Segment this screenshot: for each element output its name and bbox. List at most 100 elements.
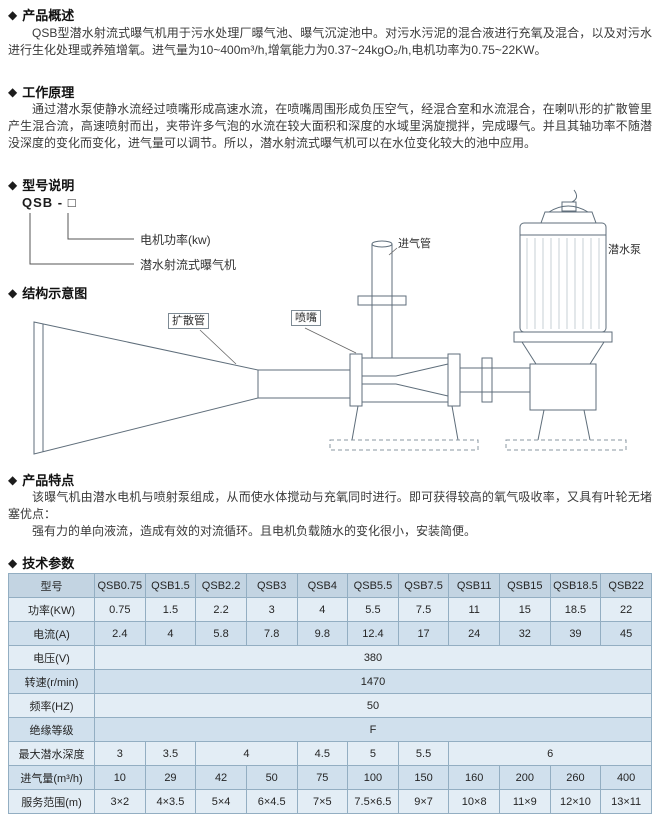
row-label-cell: 功率(KW): [8, 597, 95, 622]
value-cell: 4×3.5: [144, 789, 197, 814]
section-heading-model: ◆ 型号说明: [8, 175, 74, 194]
header-model-cell: QSB4: [296, 573, 349, 598]
value-cell: 7.5: [397, 597, 450, 622]
value-cell: 7×5: [296, 789, 349, 814]
value-cell: 50: [94, 693, 652, 718]
diamond-icon: ◆: [8, 84, 18, 99]
section-heading-structure: ◆ 结构示意图: [8, 283, 87, 302]
value-cell: 380: [94, 645, 652, 670]
value-cell: 6: [448, 741, 652, 766]
value-cell: 29: [144, 765, 197, 790]
diamond-icon: ◆: [8, 7, 18, 22]
row-label-cell: 频率(HZ): [8, 693, 95, 718]
header-model-cell: QSB3: [245, 573, 298, 598]
table-row: 频率(HZ)50: [8, 693, 652, 718]
value-cell: 15: [499, 597, 551, 622]
value-cell: 10: [94, 765, 146, 790]
value-cell: 32: [499, 621, 551, 646]
diamond-icon: ◆: [8, 472, 18, 487]
value-cell: 5.5: [397, 741, 450, 766]
section-title: 工作原理: [22, 85, 75, 100]
value-cell: 9.8: [296, 621, 349, 646]
value-cell: 2.4: [94, 621, 146, 646]
air-pipe-label: 进气管: [398, 238, 431, 250]
value-cell: 11×9: [499, 789, 551, 814]
header-model-cell: QSB11: [448, 573, 500, 598]
value-cell: 4: [195, 741, 298, 766]
value-cell: 3: [245, 597, 298, 622]
value-cell: 0.75: [94, 597, 146, 622]
section-title: 型号说明: [22, 178, 75, 193]
diamond-icon: ◆: [8, 285, 18, 300]
table-row: 电压(V)380: [8, 645, 652, 670]
row-label-cell: 电压(V): [8, 645, 95, 670]
section-title: 产品概述: [22, 8, 75, 23]
value-cell: 5.5: [347, 597, 399, 622]
principle-paragraph: 通过潜水泵使静水流经过喷嘴形成高速水流，在喷嘴周围形成负压空气，经混合室和水流混…: [8, 102, 652, 150]
diamond-icon: ◆: [8, 177, 18, 192]
value-cell: 150: [397, 765, 450, 790]
row-label-cell: 转速(r/min): [8, 669, 95, 694]
value-cell: 400: [600, 765, 652, 790]
header-model-cell: QSB7.5: [397, 573, 450, 598]
nozzle-label: 喷嘴: [291, 310, 321, 326]
structure-diagram: [33, 189, 627, 455]
section-title: 结构示意图: [22, 286, 88, 301]
header-label-cell: 型号: [8, 573, 95, 598]
value-cell: F: [94, 717, 652, 742]
value-cell: 3.5: [144, 741, 197, 766]
header-model-cell: QSB5.5: [347, 573, 399, 598]
header-model-cell: QSB15: [499, 573, 551, 598]
value-cell: 4: [144, 621, 197, 646]
diamond-icon: ◆: [8, 555, 18, 570]
table-row: 转速(r/min)1470: [8, 669, 652, 694]
value-cell: 7.8: [245, 621, 298, 646]
value-cell: 1.5: [144, 597, 197, 622]
value-cell: 75: [296, 765, 349, 790]
value-cell: 4.5: [296, 741, 349, 766]
features-paragraph-2: 强有力的单向液流，造成有效的对流循环。且电机负载随水的变化很小，安装简便。: [32, 524, 477, 538]
pump-label: 潜水泵: [608, 244, 641, 256]
value-cell: 22: [600, 597, 652, 622]
value-cell: 42: [195, 765, 247, 790]
row-label-cell: 最大潜水深度: [8, 741, 95, 766]
section-heading-overview: ◆ 产品概述: [8, 5, 74, 24]
section-title: 产品特点: [22, 473, 75, 488]
value-cell: 260: [549, 765, 602, 790]
value-cell: 7.5×6.5: [347, 789, 399, 814]
value-cell: 5: [347, 741, 399, 766]
value-cell: 13×11: [600, 789, 652, 814]
value-cell: 45: [600, 621, 652, 646]
value-cell: 24: [448, 621, 500, 646]
model-name-label: 潜水射流式曝气机: [140, 258, 237, 272]
value-cell: 17: [397, 621, 450, 646]
value-cell: 1470: [94, 669, 652, 694]
model-power-label: 电机功率(kw): [140, 233, 211, 247]
value-cell: 2.2: [195, 597, 247, 622]
row-label-cell: 电流(A): [8, 621, 95, 646]
section-title: 技术参数: [22, 556, 75, 571]
features-paragraphs: 该曝气机由潜水电机与喷射泵组成，从而使水体搅动与充氧同时进行。即可获得较高的氧气…: [8, 489, 652, 540]
value-cell: 50: [245, 765, 298, 790]
section-heading-specs: ◆ 技术参数: [8, 553, 74, 572]
header-model-cell: QSB18.5: [549, 573, 602, 598]
model-legend-lines: [29, 213, 134, 265]
section-heading-principle: ◆ 工作原理: [8, 82, 74, 101]
cable-line: [571, 189, 578, 203]
features-paragraph-1: 该曝气机由潜水电机与喷射泵组成，从而使水体搅动与充氧同时进行。即可获得较高的氧气…: [8, 490, 652, 521]
value-cell: 5×4: [195, 789, 247, 814]
header-model-cell: QSB0.75: [94, 573, 146, 598]
section-heading-features: ◆ 产品特点: [8, 470, 74, 489]
value-cell: 200: [499, 765, 551, 790]
value-cell: 6×4.5: [245, 789, 298, 814]
row-label-cell: 服务范围(m): [8, 789, 95, 814]
model-code: QSB - □: [22, 195, 77, 210]
